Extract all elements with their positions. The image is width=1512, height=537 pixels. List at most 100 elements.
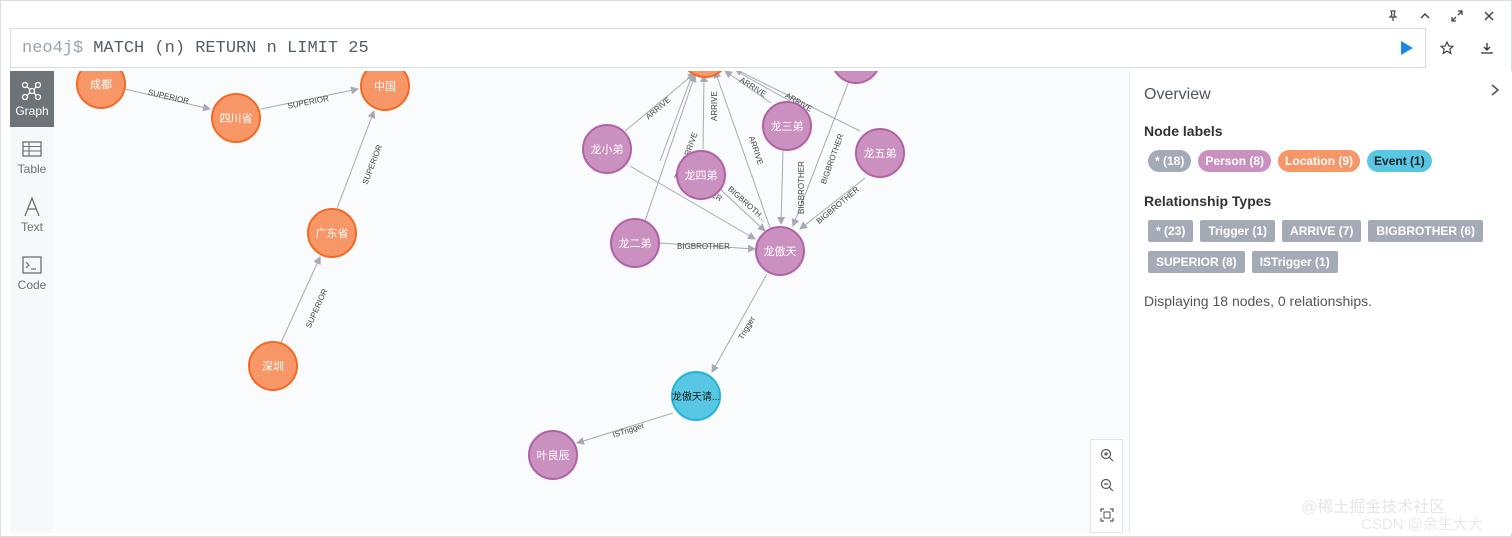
query-text[interactable]: MATCH (n) RETURN n LIMIT 25	[93, 38, 369, 58]
location-node[interactable]	[307, 208, 357, 258]
text-icon	[23, 196, 41, 218]
edge-bigbrother	[791, 80, 850, 227]
overview-title: Overview	[1144, 86, 1211, 103]
favorite-button[interactable]	[1435, 37, 1459, 59]
zoom-controls	[1090, 439, 1123, 533]
rel-label: ARRIVE	[738, 75, 768, 98]
location-node[interactable]	[211, 93, 261, 143]
rel-label: BIGBROTHER	[815, 185, 861, 226]
node-label: 中国	[374, 80, 396, 93]
location-node[interactable]	[248, 341, 298, 391]
label-pill-location[interactable]: Location (9)	[1278, 150, 1361, 172]
node-label: 叶良辰	[537, 448, 570, 462]
label-pill-event[interactable]: Event (1)	[1367, 150, 1432, 172]
person-node[interactable]	[832, 71, 880, 84]
graph-canvas[interactable]: SUPERIOR SUPERIOR SUPERIOR SUPERIOR ARRI…	[55, 71, 1129, 533]
location-node[interactable]	[360, 71, 410, 111]
rel-tag-superior[interactable]: SUPERIOR (8)	[1148, 251, 1245, 273]
rel-label: SUPERIOR	[287, 94, 330, 111]
label-pill-all[interactable]: * (18)	[1148, 150, 1192, 172]
location-node[interactable]	[76, 71, 126, 109]
person-node[interactable]	[762, 101, 812, 151]
edge-superior	[260, 86, 359, 110]
rel-label: SUPERIOR	[304, 287, 329, 329]
pin-icon[interactable]	[1377, 5, 1409, 27]
edge-bigbrother	[735, 71, 791, 102]
view-code-label: Code	[17, 278, 47, 292]
view-text[interactable]: Text	[10, 187, 54, 243]
rel-label: ARRIVE	[710, 91, 719, 121]
view-table[interactable]: Table	[10, 129, 54, 185]
node-label: 龙三弟	[771, 120, 804, 133]
location-node[interactable]	[681, 71, 729, 78]
person-node[interactable]	[855, 128, 905, 178]
edge-arrive	[734, 71, 861, 132]
editor-prompt: neo4j$	[22, 38, 84, 58]
rel-tag-istrigger[interactable]: ISTrigger (1)	[1251, 251, 1338, 273]
download-button[interactable]	[1475, 37, 1499, 59]
view-table-label: Table	[17, 162, 47, 176]
zoom-out-icon[interactable]	[1091, 470, 1122, 500]
edge-bigbrother	[777, 150, 786, 225]
close-icon[interactable]	[1473, 5, 1505, 27]
relationship-types-row-1: * (23) Trigger (1) ARRIVE (7) BIGBROTHER…	[1148, 220, 1484, 242]
edge-bigbrother	[629, 165, 756, 240]
event-node[interactable]	[671, 371, 721, 421]
view-graph[interactable]: Graph	[10, 71, 54, 127]
person-node[interactable]	[676, 150, 726, 200]
edge-superior	[124, 88, 211, 112]
node-label: 深圳	[262, 360, 284, 373]
rel-label: ARRIVE	[747, 135, 765, 166]
view-code[interactable]: Code	[10, 245, 54, 301]
zoom-in-icon[interactable]	[1091, 440, 1122, 470]
rel-tag-bigbrother[interactable]: BIGBROTHER (6)	[1368, 220, 1484, 242]
edge-arrive	[724, 71, 772, 104]
relationship-types-title: Relationship Types	[1144, 193, 1272, 209]
person-node[interactable]	[528, 430, 578, 480]
run-button[interactable]	[1396, 37, 1418, 59]
fit-icon[interactable]	[1091, 500, 1122, 530]
person-node[interactable]	[610, 218, 660, 268]
label-pill-person[interactable]: Person (8)	[1198, 150, 1272, 172]
node-label: 成都	[90, 78, 112, 91]
node-labels-list: * (18) Person (8) Location (9) Event (1)	[1148, 150, 1432, 172]
rel-tag-trigger[interactable]: Trigger (1)	[1200, 220, 1276, 242]
edge-trigger	[711, 273, 768, 373]
rel-label: BIGBROTHER	[797, 161, 806, 214]
node-label: 龙小弟	[591, 143, 624, 156]
chevron-right-icon[interactable]	[1490, 83, 1500, 102]
rel-tag-all[interactable]: * (23)	[1148, 220, 1194, 242]
edge-istrigger	[576, 412, 674, 445]
rel-tag-arrive[interactable]: ARRIVE (7)	[1282, 220, 1362, 242]
rel-label: Trigger	[737, 315, 757, 341]
node-label: 龙四弟	[685, 169, 718, 182]
edge-arrive	[699, 74, 708, 150]
edge-arrive	[644, 74, 697, 222]
edge-arrive	[624, 72, 696, 132]
graph-icon	[21, 80, 43, 102]
person-node[interactable]	[755, 226, 805, 276]
graph-svg[interactable]: SUPERIOR SUPERIOR SUPERIOR SUPERIOR ARRI…	[55, 71, 1129, 533]
table-icon	[22, 138, 42, 160]
watermark-text: @稀土掘金技术社区	[1301, 499, 1446, 516]
view-graph-label: Graph	[15, 104, 49, 118]
overview-panel: Overview Node labels * (18) Person (8) L…	[1129, 71, 1512, 533]
node-label: 龙傲天	[764, 244, 797, 258]
expand-icon[interactable]	[1441, 5, 1473, 27]
rel-label: BIGBROTHER	[677, 242, 730, 251]
rel-label: SUPERIOR	[147, 88, 190, 106]
rel-label: ISTrigger	[611, 421, 645, 440]
query-editor[interactable]: neo4j$ MATCH (n) RETURN n LIMIT 25	[10, 28, 1426, 68]
chevron-up-icon[interactable]	[1409, 5, 1441, 27]
node-label: 龙傲天请...	[672, 390, 720, 403]
edge-superior	[278, 256, 321, 348]
relationship-types-row-2: SUPERIOR (8) ISTrigger (1)	[1148, 251, 1338, 273]
node-labels-title: Node labels	[1144, 123, 1223, 139]
view-text-label: Text	[20, 220, 43, 234]
node-label: 龙五弟	[864, 147, 897, 160]
view-switcher: Graph Table Text Code	[10, 71, 54, 533]
person-node[interactable]	[582, 124, 632, 174]
code-icon	[22, 254, 42, 276]
edge-bigbrother	[719, 188, 766, 232]
